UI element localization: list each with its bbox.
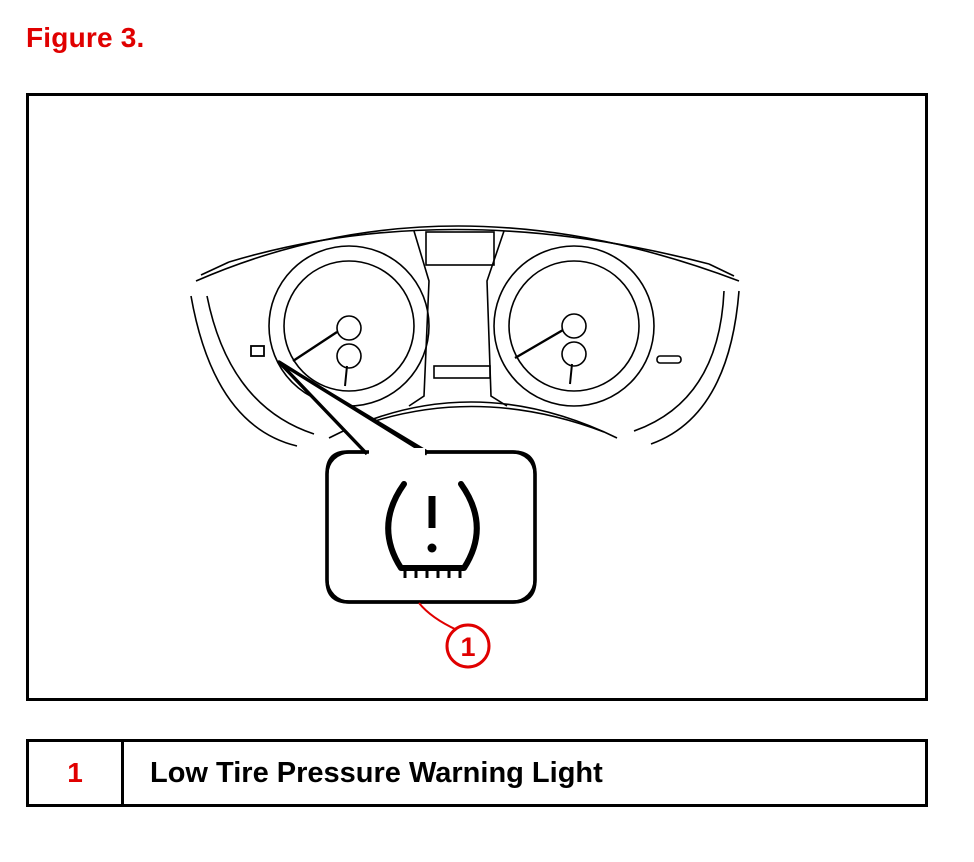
figure-illustration-frame: 1 bbox=[26, 93, 928, 701]
figure-title: Figure 3. bbox=[26, 22, 145, 53]
callout-number-marker: 1 bbox=[445, 623, 491, 669]
callout-number: 1 bbox=[460, 632, 475, 662]
legend-table: 1 Low Tire Pressure Warning Light bbox=[26, 739, 928, 807]
legend-row-number: 1 bbox=[29, 742, 124, 804]
warning-light-location bbox=[250, 345, 265, 357]
tire-pressure-warning-icon bbox=[385, 481, 480, 578]
instrument-cluster bbox=[190, 225, 740, 447]
right-gauge bbox=[493, 245, 682, 407]
left-gauge bbox=[268, 245, 430, 407]
legend-row-description: Low Tire Pressure Warning Light bbox=[150, 756, 603, 789]
instrument-cluster-illustration: 1 bbox=[190, 225, 740, 669]
callout-leader-line bbox=[418, 602, 458, 631]
